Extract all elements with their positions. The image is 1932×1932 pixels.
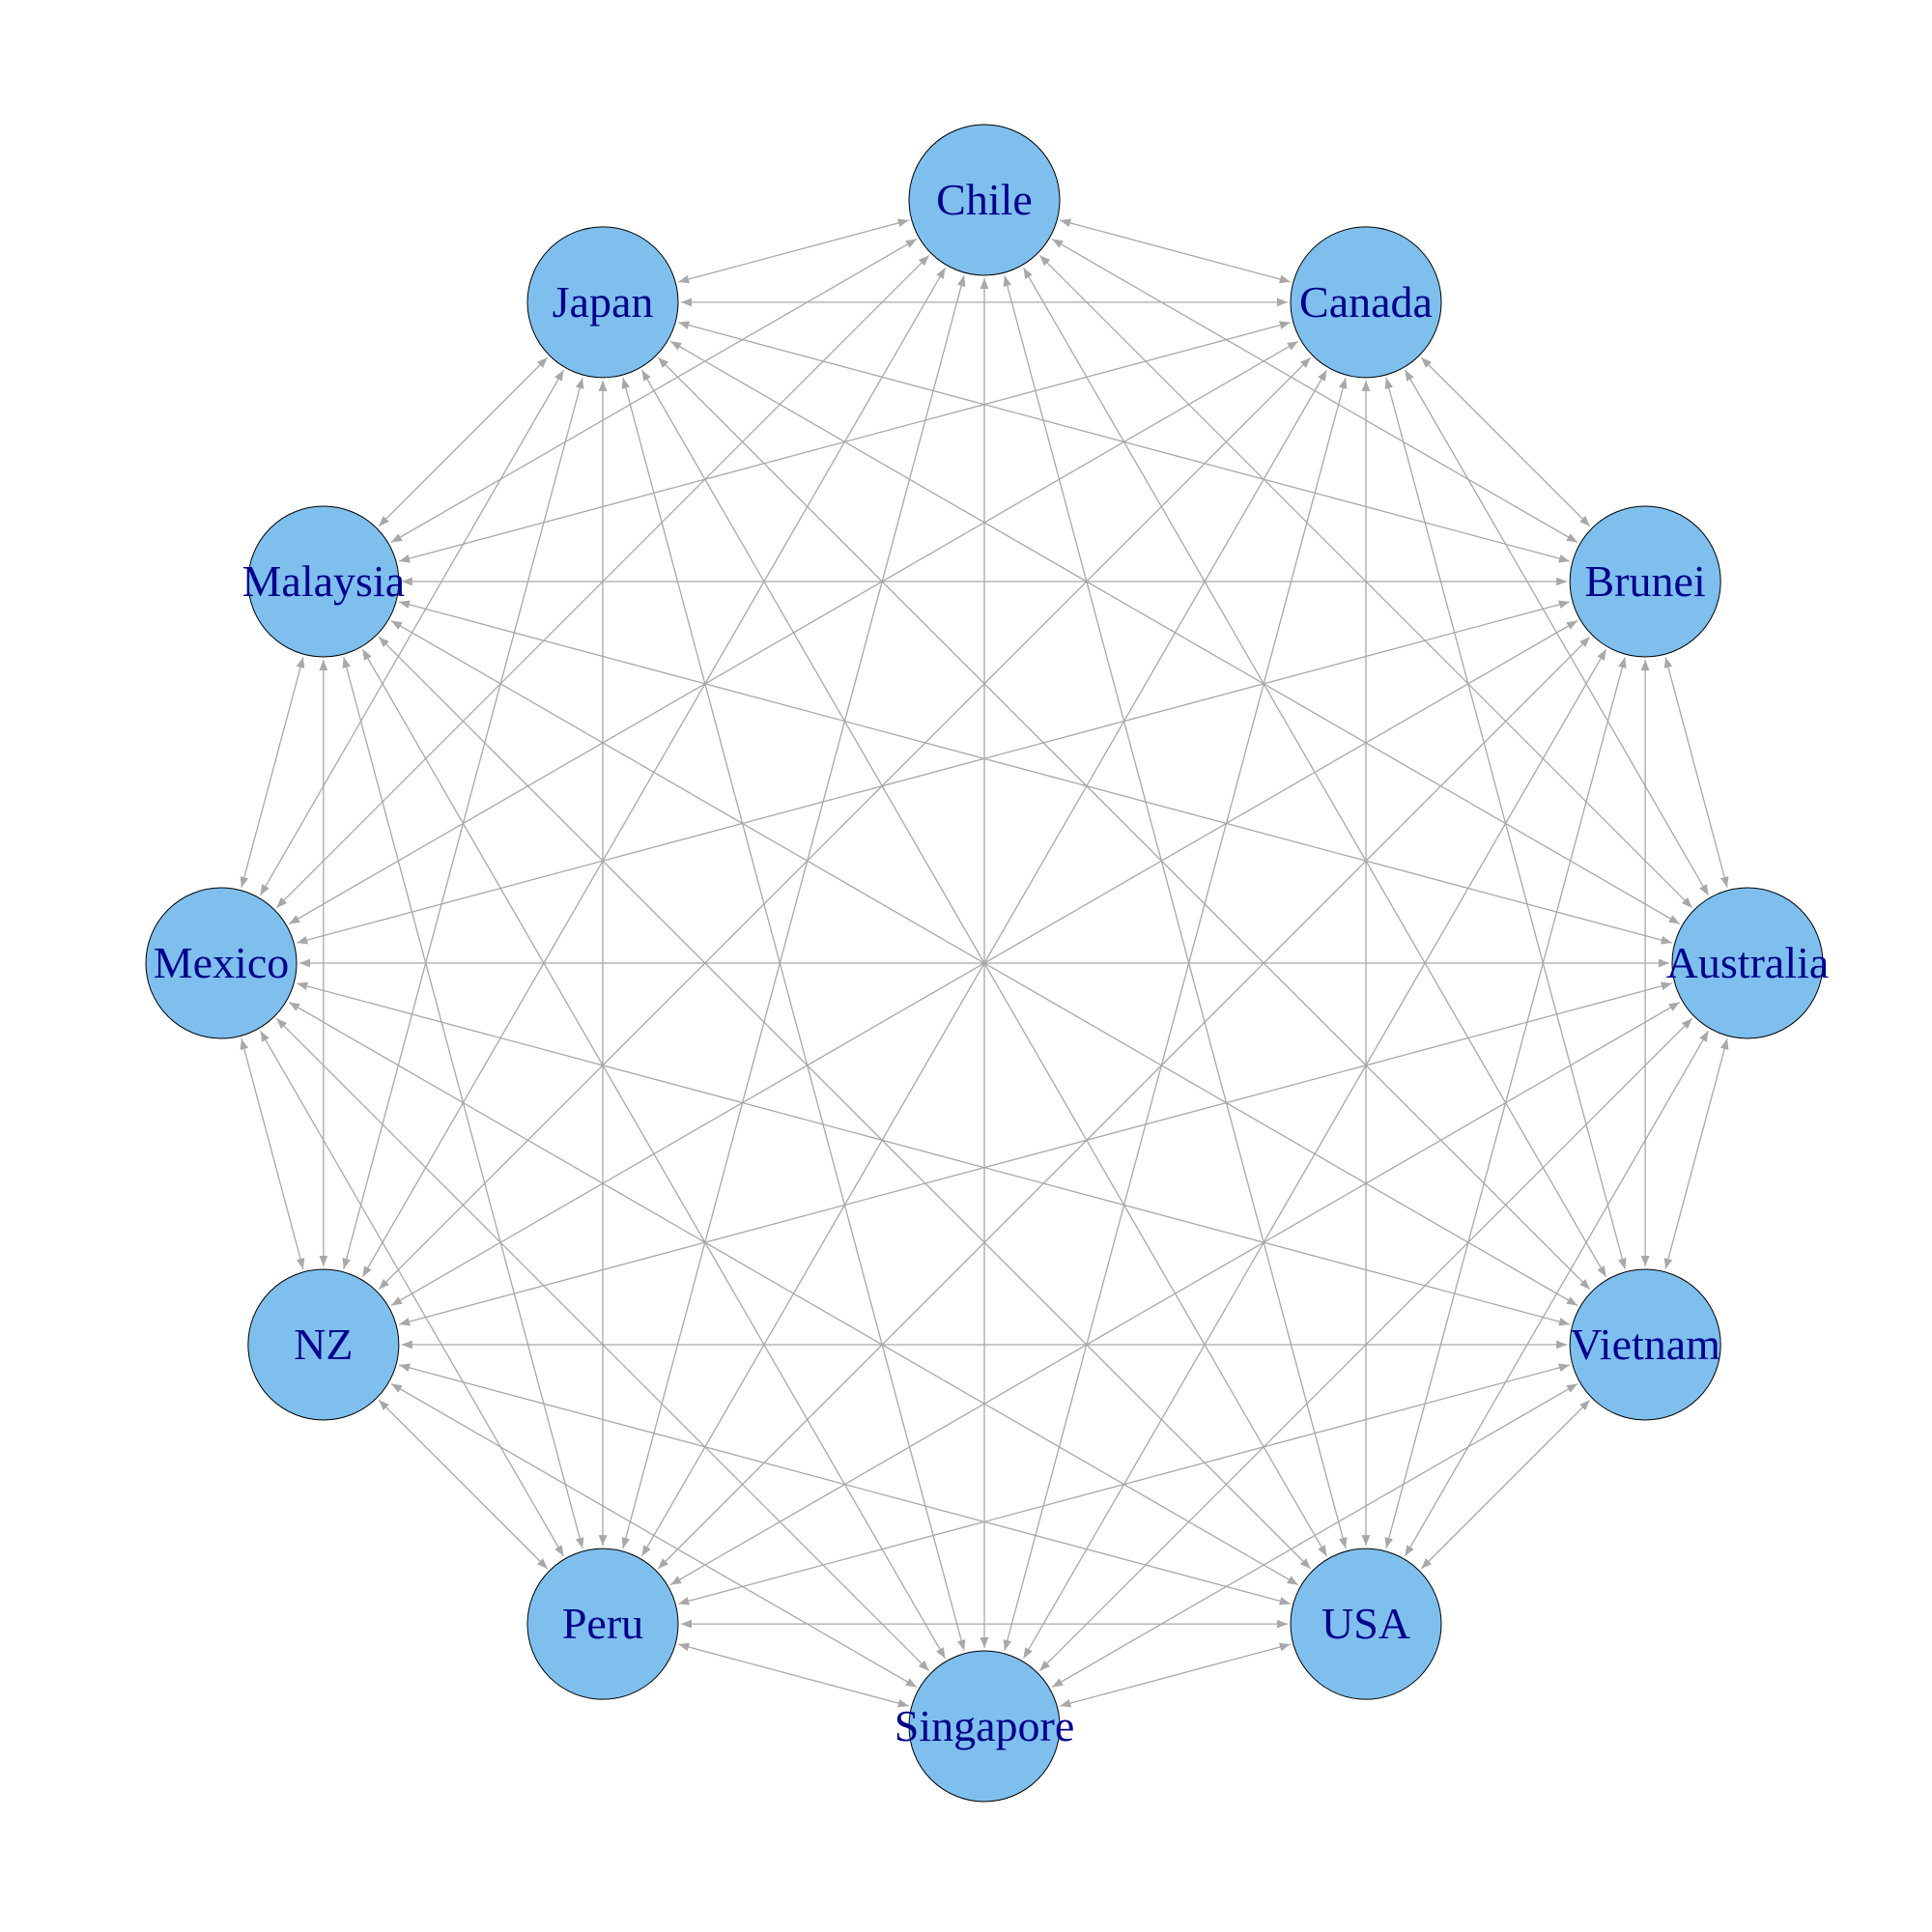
edge-vietnam-mexico (297, 981, 1571, 1326)
node-circle[interactable] (908, 1650, 1061, 1803)
edge-chile-canada (1060, 218, 1291, 284)
node-usa[interactable]: USA (1290, 1548, 1442, 1700)
edge-brunei-japan (678, 321, 1571, 563)
edges-layer (240, 218, 1729, 1708)
edge-brunei-australia (1663, 657, 1729, 888)
node-label: NZ (294, 1320, 353, 1369)
node-circle[interactable] (1569, 505, 1721, 658)
node-chile[interactable]: Chile (908, 124, 1061, 276)
edge-nz-japan (342, 377, 584, 1269)
node-canada[interactable]: Canada (1290, 226, 1442, 379)
edge-australia-vietnam (1663, 1038, 1729, 1269)
node-circle[interactable] (526, 226, 679, 379)
edge-usa-mexico (288, 1001, 1299, 1586)
edge-chile-usa (1003, 275, 1348, 1549)
edge-australia-nz (398, 981, 1672, 1326)
edge-singapore-peru (678, 1642, 909, 1708)
edge-peru-malaysia (342, 657, 584, 1549)
node-brunei[interactable]: Brunei (1569, 505, 1721, 658)
edge-vietnam-japan (657, 356, 1591, 1291)
node-label: Mexico (154, 938, 290, 987)
node-peru[interactable]: Peru (526, 1548, 679, 1700)
edge-singapore-malaysia (361, 648, 947, 1660)
node-nz[interactable]: NZ (247, 1268, 400, 1421)
edge-canada-nz (378, 356, 1312, 1291)
node-circle[interactable] (247, 1268, 400, 1421)
node-circle[interactable] (1671, 887, 1824, 1039)
node-circle[interactable] (145, 887, 298, 1039)
node-singapore[interactable]: Singapore (895, 1650, 1075, 1803)
edge-nz-mexico (240, 1038, 305, 1269)
node-circle[interactable] (908, 124, 1061, 276)
node-label: Canada (1299, 277, 1433, 327)
edge-australia-japan (669, 340, 1681, 925)
node-circle[interactable] (1290, 226, 1442, 379)
node-label: Japan (553, 277, 654, 327)
edge-canada-singapore (1003, 377, 1348, 1651)
edge-usa-malaysia (378, 636, 1312, 1570)
node-label: Chile (936, 175, 1033, 224)
edge-singapore-japan (621, 377, 966, 1651)
node-australia[interactable]: Australia (1666, 887, 1830, 1039)
node-label: Peru (562, 1599, 643, 1648)
edge-chile-japan (678, 218, 909, 284)
node-malaysia[interactable]: Malaysia (242, 505, 406, 658)
edge-brunei-peru (657, 636, 1591, 1570)
node-circle[interactable] (1569, 1268, 1721, 1421)
node-circle[interactable] (1290, 1548, 1442, 1700)
node-label: Australia (1666, 938, 1830, 987)
edge-australia-malaysia (398, 600, 1672, 945)
edge-chile-peru (621, 275, 966, 1549)
node-label: USA (1321, 1599, 1410, 1648)
node-japan[interactable]: Japan (526, 226, 679, 379)
node-circle[interactable] (526, 1548, 679, 1700)
node-label: Singapore (895, 1701, 1075, 1750)
node-label: Vietnam (1570, 1320, 1720, 1369)
edge-brunei-mexico (297, 600, 1571, 945)
node-label: Malaysia (242, 556, 406, 606)
node-mexico[interactable]: Mexico (145, 887, 298, 1039)
node-circle[interactable] (247, 505, 400, 658)
node-vietnam[interactable]: Vietnam (1569, 1268, 1721, 1421)
edge-malaysia-japan (378, 356, 549, 527)
node-label: Brunei (1585, 556, 1706, 606)
edge-usa-singapore (1060, 1642, 1291, 1708)
edge-mexico-malaysia (240, 657, 305, 888)
